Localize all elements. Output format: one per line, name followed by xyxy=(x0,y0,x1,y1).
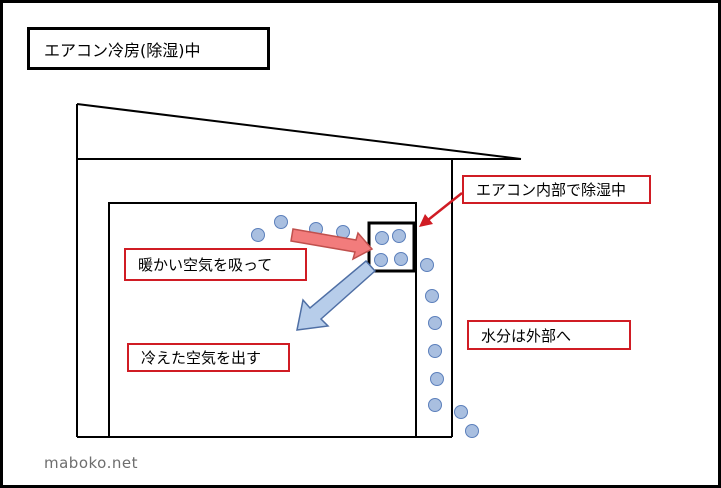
water-droplet xyxy=(394,252,408,266)
water-droplets xyxy=(251,215,479,438)
red-pointer-arrow xyxy=(419,192,463,227)
water-droplet xyxy=(251,228,265,242)
room xyxy=(108,202,417,438)
diagram-title: エアコン冷房(除湿)中 xyxy=(27,27,270,70)
warm-air-arrow xyxy=(290,228,374,261)
water-droplet xyxy=(430,372,444,386)
label-cool-output: 冷えた空気を出す xyxy=(127,343,290,372)
house xyxy=(76,103,522,438)
water-droplet xyxy=(428,398,442,412)
label-dehumidify: エアコン内部で除湿中 xyxy=(462,175,651,204)
water-droplet xyxy=(375,231,389,245)
water-droplet xyxy=(392,229,406,243)
water-droplet xyxy=(428,316,442,330)
water-droplet xyxy=(465,424,479,438)
cool-air-arrow xyxy=(296,259,377,331)
roof-slope xyxy=(76,103,522,160)
watermark: maboko.net xyxy=(44,454,138,472)
water-droplet xyxy=(420,258,434,272)
water-droplet xyxy=(274,215,288,229)
water-droplet xyxy=(374,253,388,267)
water-droplet xyxy=(454,405,468,419)
label-water-outside: 水分は外部へ xyxy=(467,320,631,350)
water-droplet xyxy=(428,344,442,358)
water-droplet xyxy=(425,289,439,303)
label-warm-intake: 暖かい空気を吸って xyxy=(124,248,307,281)
